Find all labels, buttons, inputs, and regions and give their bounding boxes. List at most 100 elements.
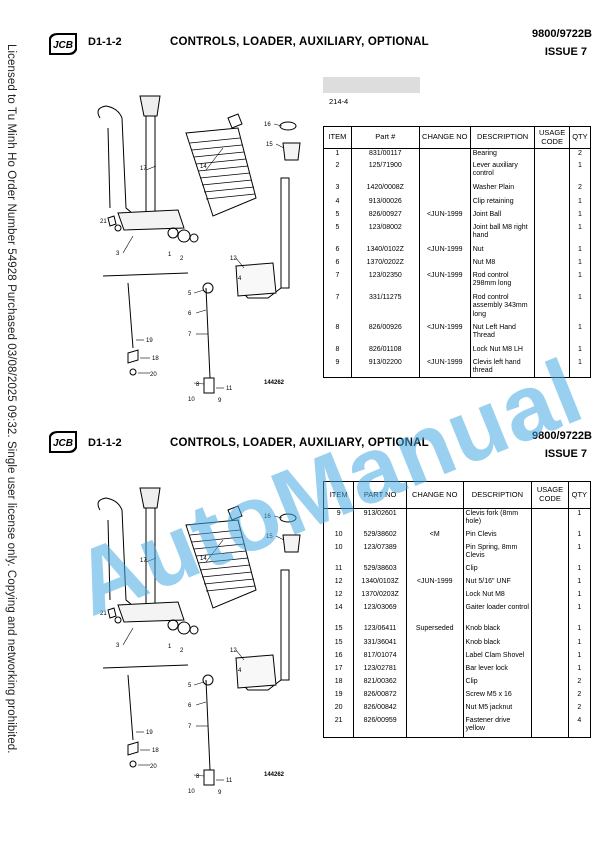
row-usage: [534, 322, 570, 345]
row-description: Label Clam Shovel: [462, 650, 533, 664]
row-change: [405, 650, 464, 664]
row-item: 15: [322, 623, 355, 638]
callout-11-b: 11: [226, 778, 233, 784]
row-qty: 1: [568, 244, 592, 258]
row-part: 123/08002: [350, 222, 420, 245]
row-qty: 1: [568, 160, 592, 183]
callout-9: 9: [218, 398, 222, 404]
row-item: 7: [323, 270, 352, 293]
exploded-diagram-top: 17 3 21 14 16 15 12 4 5 6 1 2 7 8 10 11 …: [97, 95, 301, 404]
row-part: 826/00842: [353, 702, 407, 716]
callout-21-b: 21: [100, 611, 107, 617]
row-qty: 1: [567, 602, 592, 624]
row-qty: 1: [567, 529, 592, 543]
row-description: Fastener drive yellow: [462, 715, 533, 738]
callout-1-b: 1: [168, 644, 172, 650]
row-part: 331/36041: [353, 637, 407, 651]
callout-9-b: 9: [218, 790, 222, 796]
row-description: Bearing: [469, 148, 536, 161]
row-qty: 1: [567, 663, 592, 677]
callout-5: 5: [188, 291, 192, 297]
row-item: 15: [322, 637, 355, 651]
license-notice: Licensed to Tu Minh Ho Order Number 5492…: [0, 0, 22, 865]
row-change: [418, 160, 471, 183]
row-change: [418, 257, 471, 271]
row-usage: [531, 542, 569, 564]
row-description: Rod control assembly 343mm long: [469, 292, 536, 323]
callout-14: 14: [200, 164, 207, 170]
row-item: 12: [322, 576, 355, 590]
row-change: [418, 344, 471, 358]
row-part: 123/03069: [353, 602, 407, 624]
row-description: Pin Clevis: [462, 529, 533, 543]
callout-12: 12: [230, 256, 237, 262]
row-description: Joint ball M8 right hand: [469, 222, 536, 245]
row-usage: [531, 637, 569, 651]
row-change: <JUN-1999: [418, 244, 471, 258]
row-description: Clip: [462, 563, 533, 577]
svg-text:JCB: JCB: [53, 40, 73, 51]
callout-16: 16: [264, 122, 271, 128]
section-code-bottom: D1-1-2: [88, 437, 122, 449]
col-part: Part #: [350, 125, 420, 150]
figure-id: 144262: [264, 380, 285, 386]
jcb-logo-mark-bottom: JCB: [49, 431, 77, 453]
row-usage: [531, 508, 569, 530]
row-description: Lever auxiliary control: [469, 160, 536, 183]
row-description: Nut M8: [469, 257, 536, 271]
row-item: 3: [323, 182, 352, 197]
row-usage: [531, 689, 569, 703]
row-part: 1340/0103Z: [353, 576, 407, 590]
row-change: [405, 702, 464, 716]
parts-table-bottom: ITEM PART NO CHANGE NO DESCRIPTION USAGE…: [322, 481, 592, 738]
row-change: <JUN-1999: [418, 270, 471, 293]
row-item: 9: [323, 357, 352, 378]
col-usage: USAGE CODE: [534, 125, 570, 150]
row-part: 826/01108: [350, 344, 420, 358]
callout-4: 4: [238, 276, 242, 282]
row-item: 2: [323, 160, 352, 183]
row-change: [405, 689, 464, 703]
callout-8: 8: [196, 382, 200, 388]
row-change: [405, 715, 464, 738]
row-qty: 1: [568, 322, 592, 345]
row-usage: [534, 292, 570, 323]
row-part: 331/11275: [350, 292, 420, 323]
callout-3: 3: [116, 251, 120, 257]
row-usage: [531, 563, 569, 577]
row-qty: 1: [567, 637, 592, 651]
reference-code: 214-4: [329, 97, 349, 106]
row-qty: 1: [567, 508, 592, 530]
row-usage: [531, 702, 569, 716]
row-change: <JUN-1999: [418, 322, 471, 345]
row-change: [418, 292, 471, 323]
row-part: 123/07389: [353, 542, 407, 564]
row-description: Clip retaining: [469, 196, 536, 210]
page-title-bottom: CONTROLS, LOADER, AUXILIARY, OPTIONAL: [170, 437, 429, 449]
row-description: Lock Nut M8: [462, 589, 533, 603]
row-qty: 1: [568, 357, 592, 378]
row-usage: [534, 357, 570, 378]
col-description-bottom: DESCRIPTION: [462, 481, 533, 509]
row-qty: 1: [568, 344, 592, 358]
row-usage: [531, 589, 569, 603]
callout-12-b: 12: [230, 648, 237, 654]
row-part: 1340/0102Z: [350, 244, 420, 258]
row-usage: [534, 209, 570, 223]
row-part: 913/02200: [350, 357, 420, 378]
table-header-row-bottom: ITEM PART NO CHANGE NO DESCRIPTION USAGE…: [322, 481, 592, 509]
row-description: Bar lever lock: [462, 663, 533, 677]
row-qty: 2: [568, 148, 592, 161]
row-qty: 1: [568, 209, 592, 223]
